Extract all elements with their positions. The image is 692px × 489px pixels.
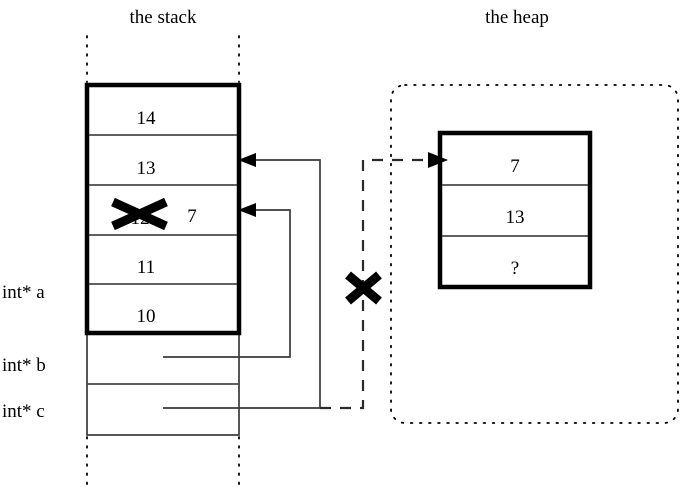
crossed-out-value-x-icon bbox=[111, 197, 168, 231]
stack-title: the stack bbox=[129, 7, 197, 28]
heap-cell-value-1: 13 bbox=[506, 207, 525, 228]
pointer-c-arrowhead bbox=[238, 153, 256, 167]
invalid-pointer-x-icon bbox=[345, 271, 382, 305]
stack-cell-value-3: 11 bbox=[137, 257, 155, 278]
variable-label-c: int* c bbox=[2, 401, 45, 422]
pointer-b-arrowhead bbox=[238, 203, 256, 217]
stack-value-box bbox=[84, 82, 242, 336]
variable-label-b: int* b bbox=[2, 355, 46, 376]
heap-cell-value-2: ? bbox=[511, 258, 519, 279]
stack-cell-value-4: 10 bbox=[137, 306, 156, 327]
variable-label-a: int* a bbox=[2, 282, 45, 303]
pointer-c-path bbox=[163, 159, 321, 409]
stack-cell-value-1: 13 bbox=[137, 158, 156, 179]
heap-region-boundary bbox=[390, 84, 679, 424]
stack-cell-replacement-2: 7 bbox=[187, 206, 197, 227]
pointer-b-path bbox=[163, 209, 291, 358]
stack-cell-value-0: 14 bbox=[137, 108, 157, 129]
heap-block bbox=[437, 130, 593, 290]
heap-cell-value-0: 7 bbox=[510, 156, 520, 177]
heap-title: the heap bbox=[485, 7, 549, 28]
